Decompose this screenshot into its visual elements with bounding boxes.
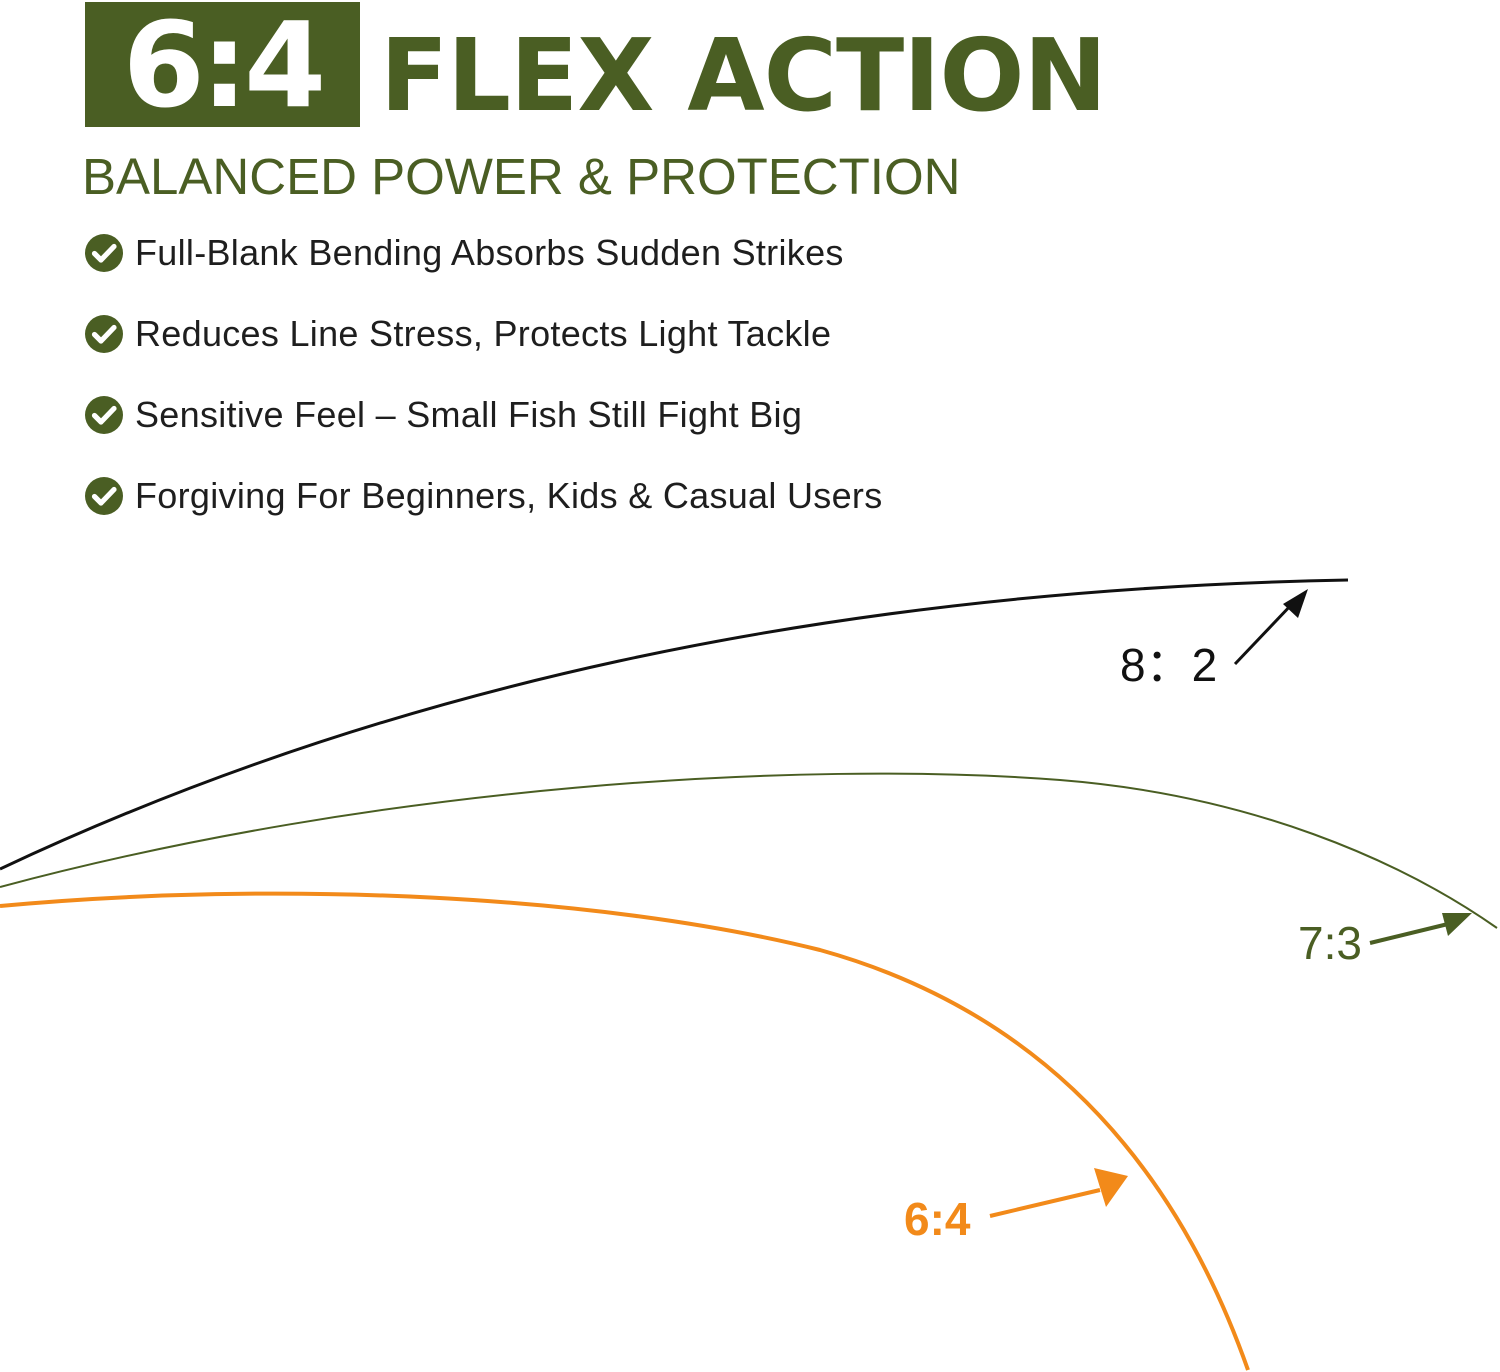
check-circle-icon [85,477,123,515]
feature-label: Forgiving For Beginners, Kids & Casual U… [135,475,883,516]
arrow-8-2 [1233,589,1308,666]
feature-label: Full-Blank Bending Absorbs Sudden Strike… [135,232,844,273]
arrow-6-4 [989,1168,1128,1218]
arrow-7-3 [1369,913,1472,945]
check-circle-icon [85,396,123,434]
subtitle: BALANCED POWER & PROTECTION [82,148,961,205]
feature-label: Sensitive Feel – Small Fish Still Fight … [135,394,803,435]
feature-item: Forgiving For Beginners, Kids & Casual U… [84,469,883,523]
label-6-4: 6:4 [904,1193,971,1245]
check-circle-icon [85,315,123,353]
action-badge: 6:4 [85,2,360,127]
feature-list: Full-Blank Bending Absorbs Sudden Strike… [84,226,883,550]
label-8-2: 8：2 [1120,639,1217,691]
badge-text: 6:4 [122,0,326,134]
feature-item: Sensitive Feel – Small Fish Still Fight … [84,388,883,442]
headline-title: FLEX ACTION [380,17,1107,134]
curve-6-4 [0,891,1250,1371]
feature-item: Full-Blank Bending Absorbs Sudden Strike… [84,226,883,280]
label-7-3: 7:3 [1298,917,1362,969]
check-circle-icon [85,234,123,272]
feature-label: Reduces Line Stress, Protects Light Tack… [135,313,832,354]
feature-item: Reduces Line Stress, Protects Light Tack… [84,307,883,361]
curve-7-3 [0,772,1498,929]
curve-8-2 [0,578,1349,871]
